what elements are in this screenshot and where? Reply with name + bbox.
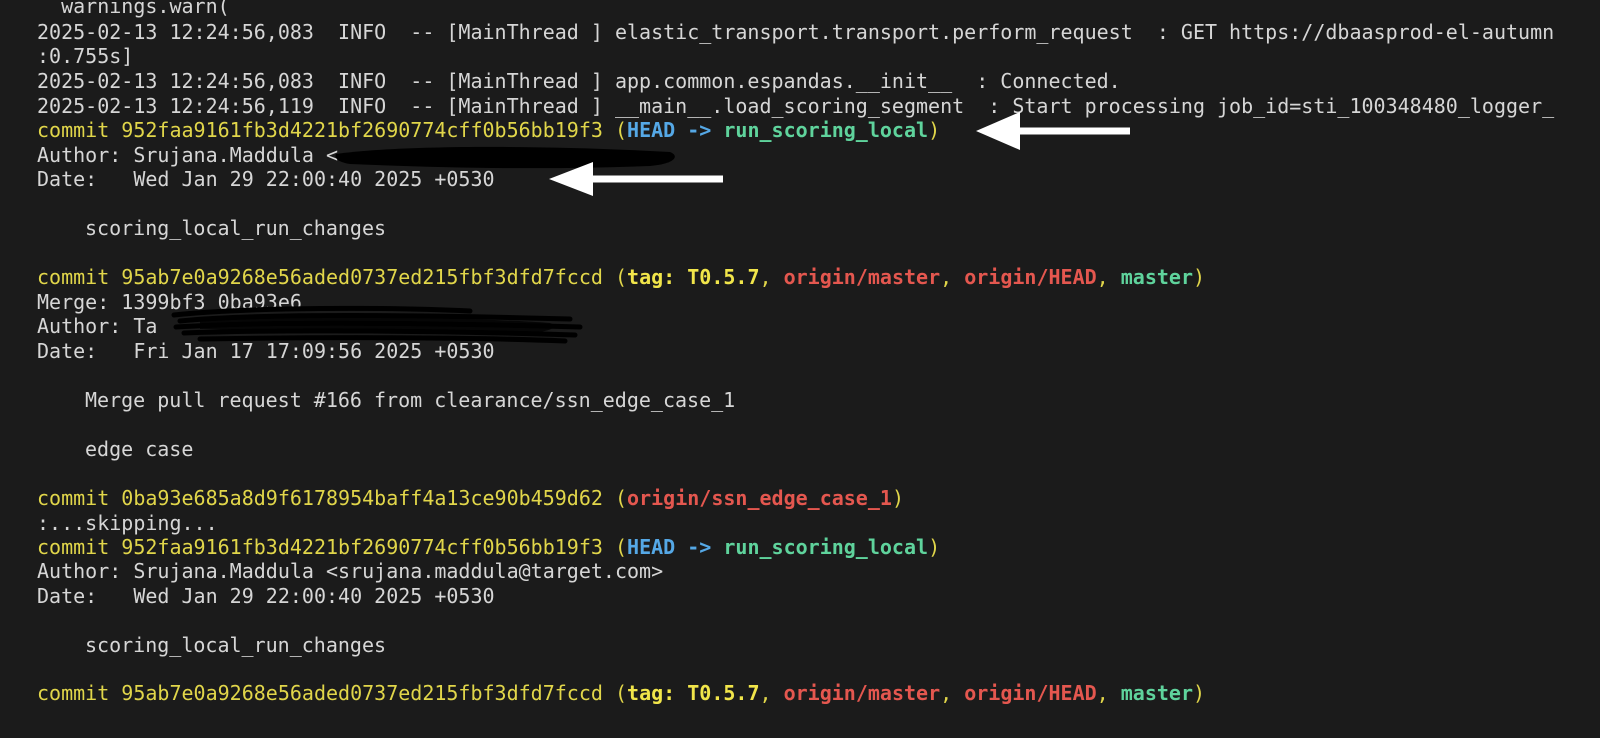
ref-paren: ) bbox=[1193, 681, 1206, 705]
ref-separator: , bbox=[940, 265, 965, 289]
ref-paren: ) bbox=[1193, 265, 1206, 289]
remote-ref: origin/ssn_edge_case_1 bbox=[627, 486, 892, 510]
ref-separator: , bbox=[759, 681, 784, 705]
branch-ref: run_scoring_local bbox=[723, 118, 929, 142]
commit-message: scoring_local_run_changes bbox=[85, 633, 387, 657]
date-line: Date: Wed Jan 29 22:00:40 2025 +0530 bbox=[37, 584, 495, 608]
log-line: :0.755s] bbox=[37, 44, 134, 68]
log-line: 2025-02-13 12:24:56,119 INFO -- [MainThr… bbox=[37, 94, 1555, 118]
ref-separator: , bbox=[1096, 681, 1121, 705]
log-line: 2025-02-13 12:24:56,083 INFO -- [MainThr… bbox=[37, 20, 1555, 44]
ref-separator: , bbox=[759, 265, 784, 289]
ref-paren: ( bbox=[602, 265, 628, 289]
branch-ref: run_scoring_local bbox=[723, 535, 929, 559]
head-ref: HEAD -> bbox=[627, 535, 724, 559]
tag-ref: tag: T0.5.7 bbox=[627, 681, 760, 705]
ref-paren: ( bbox=[602, 486, 628, 510]
ref-paren: ( bbox=[602, 535, 628, 559]
commit-line: commit 0ba93e685a8d9f6178954baff4a13ce90… bbox=[37, 486, 904, 510]
commit-message: scoring_local_run_changes bbox=[85, 216, 387, 240]
author-line: Author: Srujana.Maddula < bbox=[37, 143, 339, 167]
branch-ref: master bbox=[1120, 681, 1194, 705]
branch-ref: master bbox=[1120, 265, 1194, 289]
left-arrow-icon bbox=[549, 162, 723, 196]
date-line: Date: Wed Jan 29 22:00:40 2025 +0530 bbox=[37, 167, 495, 191]
ref-separator: , bbox=[1096, 265, 1121, 289]
head-ref: HEAD -> bbox=[627, 118, 724, 142]
commit-hash: commit 952faa9161fb3d4221bf2690774cff0b5… bbox=[37, 118, 603, 142]
ref-paren: ( bbox=[602, 118, 628, 142]
log-line: warnings.warn( bbox=[37, 0, 230, 18]
ref-paren: ) bbox=[891, 486, 904, 510]
remote-ref: origin/master bbox=[783, 265, 941, 289]
redaction-scribble bbox=[171, 305, 583, 344]
pager-skipping: :...skipping... bbox=[37, 511, 218, 535]
ref-paren: ) bbox=[928, 535, 941, 559]
author-line: Author: Srujana.Maddula <srujana.maddula… bbox=[37, 559, 664, 583]
ref-paren: ) bbox=[928, 118, 941, 142]
ref-paren: ( bbox=[602, 681, 628, 705]
remote-ref: origin/HEAD bbox=[964, 265, 1097, 289]
status-strip bbox=[0, 718, 1600, 738]
commit-line: commit 95ab7e0a9268e56aded0737ed215fbf3d… bbox=[37, 681, 1205, 705]
commit-message: edge case bbox=[85, 437, 194, 461]
left-arrow-icon bbox=[976, 112, 1130, 150]
redaction-scribble bbox=[335, 146, 675, 169]
remote-ref: origin/HEAD bbox=[964, 681, 1097, 705]
commit-hash: commit 95ab7e0a9268e56aded0737ed215fbf3d… bbox=[37, 265, 603, 289]
commit-hash: commit 952faa9161fb3d4221bf2690774cff0b5… bbox=[37, 535, 603, 559]
commit-hash: commit 0ba93e685a8d9f6178954baff4a13ce90… bbox=[37, 486, 603, 510]
remote-ref: origin/master bbox=[783, 681, 941, 705]
commit-line: commit 952faa9161fb3d4221bf2690774cff0b5… bbox=[37, 535, 940, 559]
ref-separator: , bbox=[940, 681, 965, 705]
tag-ref: tag: T0.5.7 bbox=[627, 265, 760, 289]
author-line: Author: Ta bbox=[37, 314, 158, 338]
log-line: 2025-02-13 12:24:56,083 INFO -- [MainThr… bbox=[37, 69, 1121, 93]
commit-message: Merge pull request #166 from clearance/s… bbox=[85, 388, 736, 412]
commit-line: commit 952faa9161fb3d4221bf2690774cff0b5… bbox=[37, 118, 940, 142]
date-line: Date: Fri Jan 17 17:09:56 2025 +0530 bbox=[37, 339, 495, 363]
commit-line: commit 95ab7e0a9268e56aded0737ed215fbf3d… bbox=[37, 265, 1205, 289]
commit-hash: commit 95ab7e0a9268e56aded0737ed215fbf3d… bbox=[37, 681, 603, 705]
